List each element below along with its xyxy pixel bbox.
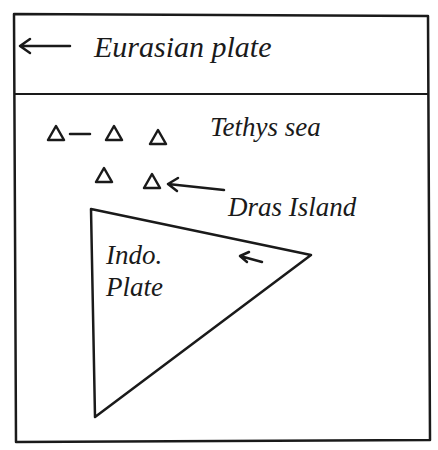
frame xyxy=(14,14,430,442)
plate-name: Eurasian plate xyxy=(94,29,429,65)
plate-triangle: Indo. Plate xyxy=(88,205,314,420)
map-label: Dras Island xyxy=(228,192,358,223)
volcano-symbol xyxy=(144,174,160,188)
plate-name: Indo. Plate xyxy=(106,239,211,304)
volcano-symbol xyxy=(96,168,112,182)
plate-motion-arrow xyxy=(240,252,262,262)
volcano-symbol xyxy=(48,126,64,140)
leader-arrow xyxy=(168,178,224,191)
dash xyxy=(70,133,90,136)
plate-band: Eurasian plate xyxy=(14,15,429,95)
volcano-symbol xyxy=(150,130,166,144)
triangle-outline xyxy=(88,205,314,420)
map-label: Tethys sea xyxy=(210,112,420,143)
volcano-symbol xyxy=(106,126,122,140)
plate-motion-arrow xyxy=(20,39,70,53)
